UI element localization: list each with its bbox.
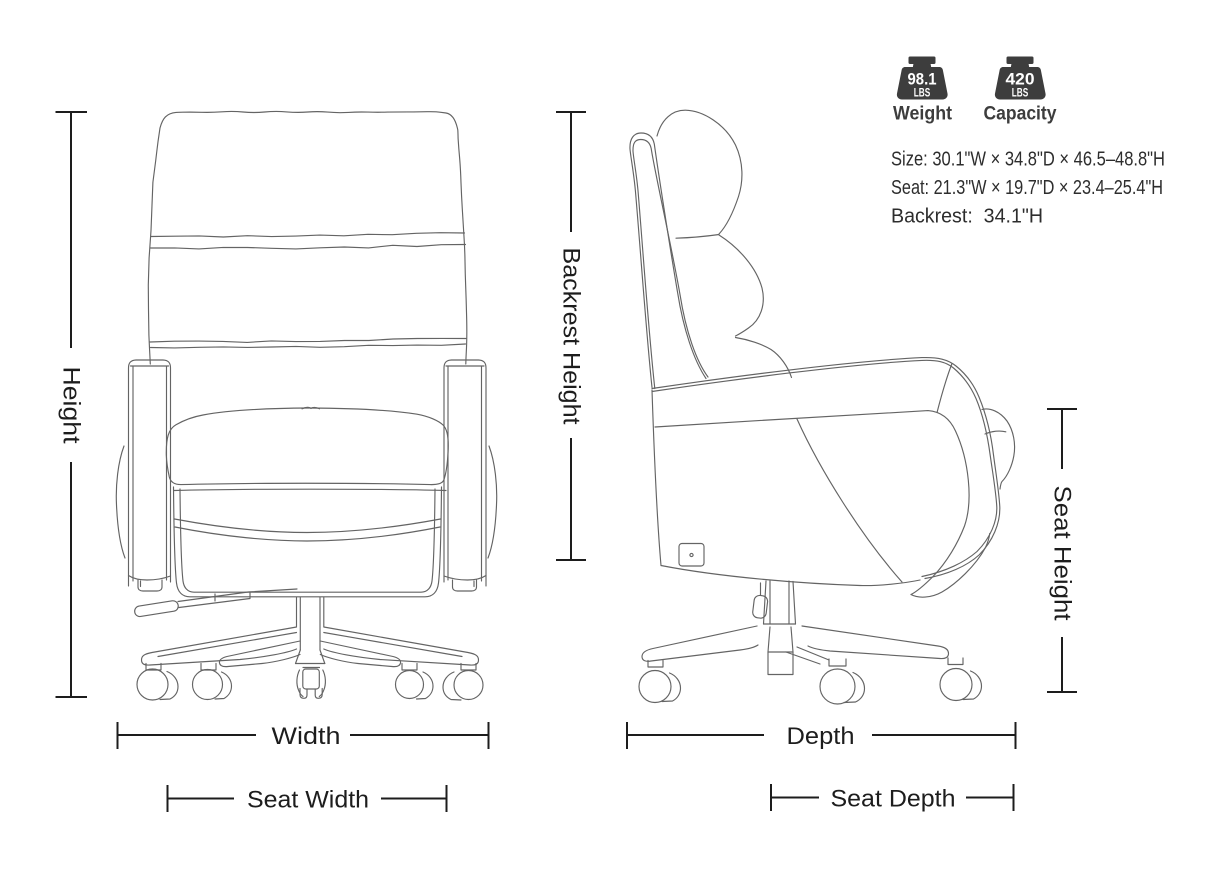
svg-text:LBS: LBS — [1012, 86, 1029, 100]
svg-text:Seat Height: Seat Height — [1049, 486, 1076, 621]
svg-text:Height: Height — [58, 367, 85, 444]
svg-text:Backrest Height: Backrest Height — [558, 248, 585, 425]
svg-text:420: 420 — [1006, 71, 1035, 89]
svg-text:Backrest: 34.1"H: Backrest: 34.1"H — [891, 205, 1043, 228]
svg-text:Capacity: Capacity — [984, 103, 1057, 125]
svg-text:LBS: LBS — [914, 86, 931, 100]
svg-text:Seat Width: Seat Width — [247, 787, 369, 814]
svg-text:98.1: 98.1 — [908, 71, 937, 89]
svg-text:Size: 30.1"W × 34.8"D × 46.5–4: Size: 30.1"W × 34.8"D × 46.5–48.8"H — [891, 148, 1165, 171]
svg-text:Seat: 21.3"W × 19.7"D × 23.4–2: Seat: 21.3"W × 19.7"D × 23.4–25.4"H — [891, 176, 1163, 199]
svg-text:Width: Width — [272, 723, 341, 750]
svg-text:Weight: Weight — [893, 103, 952, 125]
svg-text:Seat Depth: Seat Depth — [831, 786, 956, 813]
svg-text:Depth: Depth — [787, 723, 855, 750]
